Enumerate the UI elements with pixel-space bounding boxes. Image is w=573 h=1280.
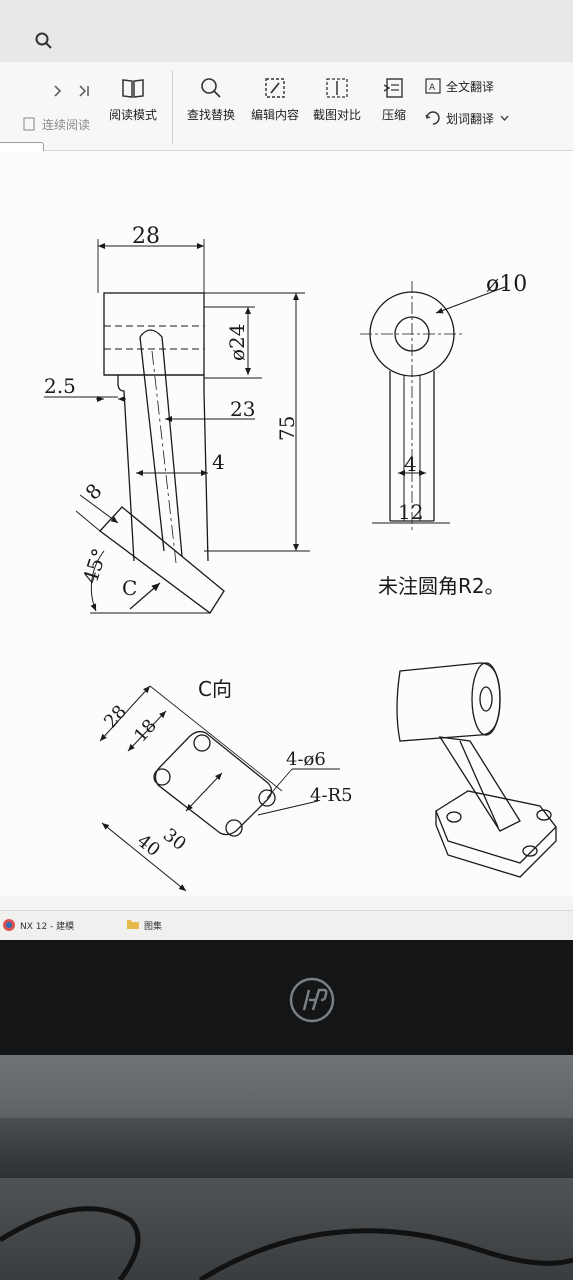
dim-2-5: 2.5 — [44, 374, 76, 398]
edit-icon — [265, 78, 285, 98]
screenshot-compare-label: 截图对比 — [312, 108, 361, 122]
view-c-arrow-label: C — [122, 576, 137, 600]
svg-text:A: A — [429, 83, 436, 93]
full-translate-button[interactable]: 全文翻译 — [446, 80, 495, 94]
dim-30: 30 — [159, 824, 190, 855]
dim-12: 12 — [398, 500, 423, 524]
cable — [0, 1206, 573, 1280]
dim-4-R5: 4-R5 — [310, 785, 353, 806]
view-c-title: C向 — [198, 677, 232, 701]
translate-icon: A — [425, 78, 441, 94]
edit-content-button[interactable]: 编辑内容 — [246, 76, 304, 123]
dim-4-front: 4 — [212, 450, 225, 474]
dim-phi10: ø10 — [486, 272, 527, 297]
compress-button[interactable]: 压缩 — [372, 76, 416, 123]
word-translate-icon — [425, 111, 440, 125]
document-page: 28 ø24 2.5 23 75 4 8 45° C ø10 4 12 未注圆角… — [0, 151, 573, 896]
compare-icon — [326, 78, 348, 98]
monitor-bezel — [0, 940, 573, 1055]
dim-45-degree: 45° — [78, 545, 112, 586]
monitor-screen: 连续阅读 阅读模式 查找替换 编辑内容 — [0, 0, 573, 940]
taskbar: NX 12 - 建模 图集 — [0, 910, 573, 940]
title-bar — [0, 0, 573, 62]
find-replace-label: 查找替换 — [186, 108, 235, 122]
dim-28-c: 28 — [100, 701, 131, 732]
compress-icon — [383, 78, 403, 98]
dim-28-top: 28 — [132, 224, 160, 249]
magnifier-icon — [201, 78, 221, 98]
read-mode-button[interactable]: 阅读模式 — [104, 76, 162, 123]
last-page-icon[interactable] — [78, 84, 92, 98]
dim-4-phi6: 4-ø6 — [286, 749, 326, 770]
continuous-read-button[interactable]: 连续阅读 — [42, 118, 91, 132]
chevron-down-icon[interactable] — [500, 114, 509, 122]
continuous-read-icon — [23, 117, 35, 131]
edit-content-label: 编辑内容 — [250, 108, 299, 122]
find-replace-button[interactable]: 查找替换 — [182, 76, 240, 123]
dim-8: 8 — [81, 479, 107, 505]
engineering-drawing: 28 ø24 2.5 23 75 4 8 45° C ø10 4 12 未注圆角… — [44, 224, 557, 892]
taskbar-item-nx[interactable]: NX 12 - 建模 — [20, 922, 75, 932]
dim-18-c: 18 — [130, 715, 161, 746]
book-icon — [122, 79, 144, 98]
next-page-icon[interactable] — [52, 84, 64, 98]
ribbon-toolbar: 连续阅读 阅读模式 查找替换 编辑内容 — [0, 62, 573, 166]
word-translate-button[interactable]: 划词翻译 — [446, 112, 495, 126]
folder-icon[interactable] — [126, 918, 140, 930]
c-view — [99, 685, 340, 892]
side-view — [360, 281, 506, 531]
dim-75: 75 — [275, 416, 299, 441]
hp-logo-icon — [289, 977, 335, 1023]
screenshot-compare-button[interactable]: 截图对比 — [308, 76, 366, 123]
dim-23: 23 — [230, 397, 255, 421]
keyboard-edge — [0, 1118, 573, 1178]
search-icon[interactable] — [34, 31, 54, 51]
note-fillet: 未注圆角R2。 — [378, 574, 505, 598]
nx-app-icon[interactable] — [2, 918, 16, 932]
dim-phi24: ø24 — [225, 324, 249, 362]
compress-label: 压缩 — [381, 108, 406, 122]
front-view — [44, 239, 310, 614]
isometric-view — [396, 662, 557, 878]
read-mode-label: 阅读模式 — [108, 108, 157, 122]
dim-40: 40 — [133, 830, 164, 861]
taskbar-item-atlas[interactable]: 图集 — [144, 922, 163, 932]
dim-4-side: 4 — [404, 452, 417, 476]
